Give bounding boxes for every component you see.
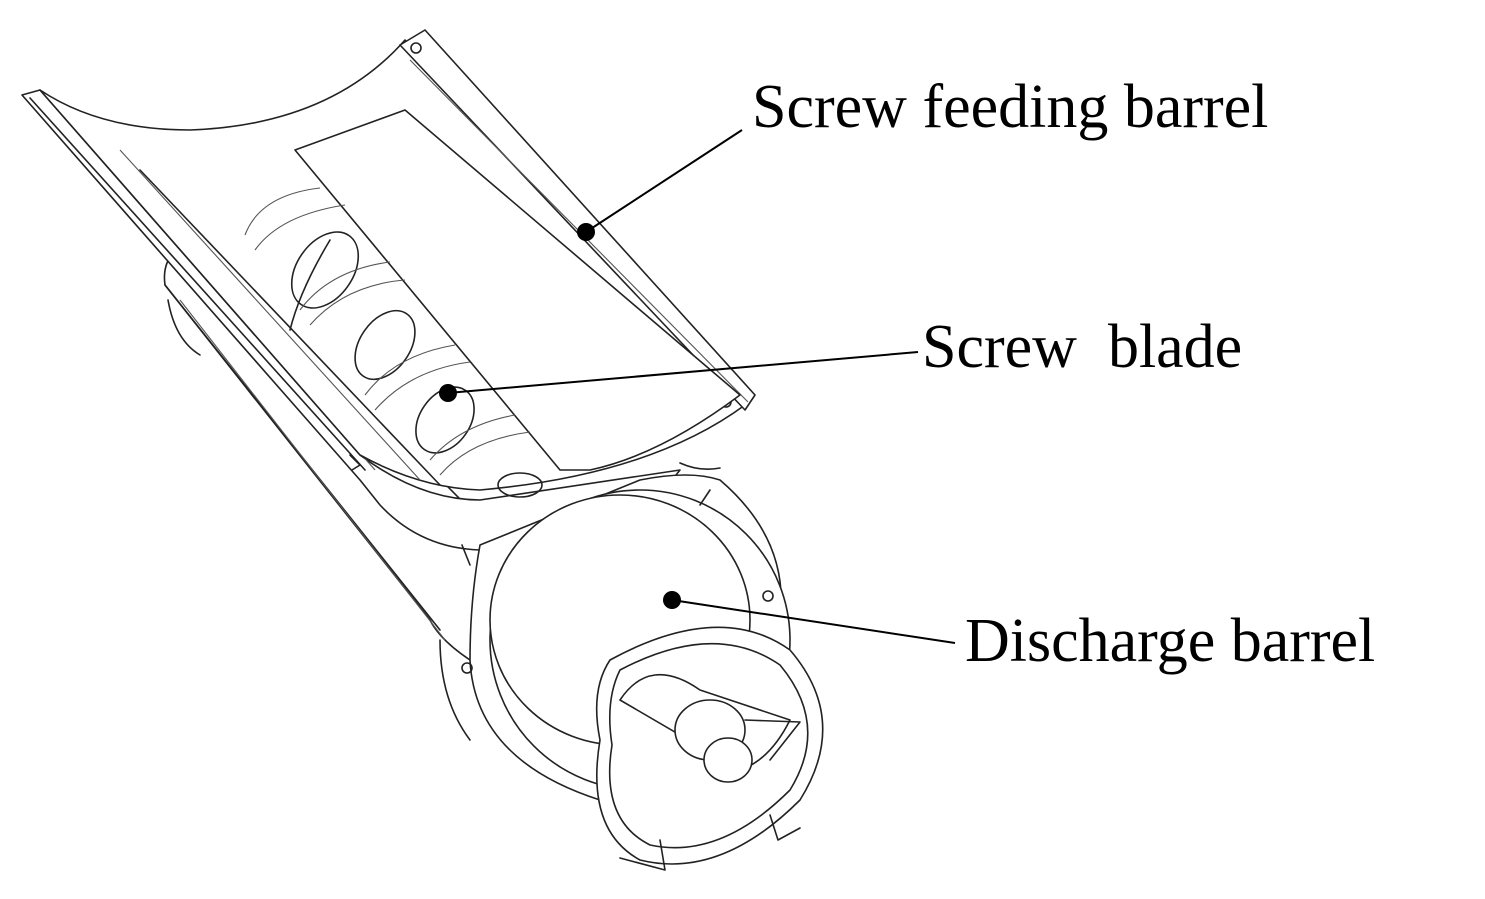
leader-discharge-barrel — [663, 591, 956, 644]
label-discharge-barrel: Discharge barrel — [965, 607, 1375, 675]
leader-screw-feeding-barrel — [577, 129, 743, 241]
leader-screw-blade — [439, 351, 919, 402]
label-screw-blade: Screw blade — [922, 313, 1242, 381]
screw-blade-shape — [244, 187, 543, 498]
discharge-barrel-shape — [439, 474, 824, 871]
label-screw-feeding-barrel: Screw feeding barrel — [752, 73, 1268, 141]
